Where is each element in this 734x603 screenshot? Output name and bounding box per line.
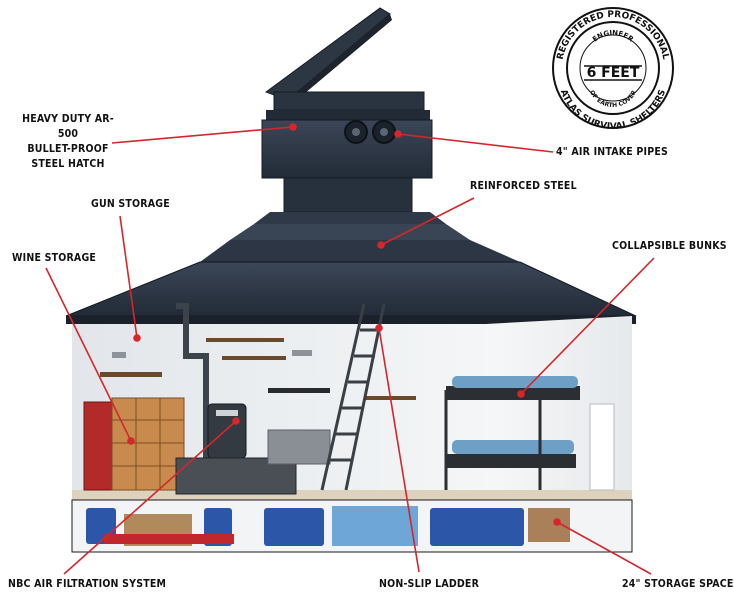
hatch-lid [264, 7, 392, 104]
engineer-seal: REGISTERED PROFESSIONAL ATLAS SURVIVAL S… [552, 7, 674, 132]
label-air-intake: 4" AIR INTAKE PIPES [556, 146, 668, 158]
leader-gun [119, 215, 138, 339]
ladder [320, 303, 386, 491]
label-hatch-line-1: HEAVY DUTY AR-500 [22, 113, 114, 140]
hatch-box [261, 91, 433, 213]
storage-barrels [86, 506, 570, 546]
leader-reinforced [380, 197, 475, 246]
leader-ladder [378, 327, 420, 573]
collapsible-bunks [444, 376, 615, 491]
wine-rack [83, 397, 185, 491]
leader-hatch [111, 126, 294, 144]
label-hatch-line-2: BULLET-PROOF [27, 143, 109, 155]
leader-lines [45, 123, 655, 575]
seal-center-text: 6 FEET [587, 65, 640, 81]
label-hatch-line-3: STEEL HATCH [31, 158, 105, 170]
leader-storage [556, 521, 652, 575]
leader-bunks [520, 257, 655, 395]
label-hatch: HEAVY DUTY AR-500 BULLET-PROOF STEEL HAT… [14, 112, 122, 172]
reinforced-steel-roof [65, 212, 637, 324]
leader-air-intake [397, 133, 554, 153]
label-storage-space: 24" STORAGE SPACE [622, 578, 734, 590]
label-gun-storage: GUN STORAGE [91, 198, 170, 210]
label-wine-storage: WINE STORAGE [12, 252, 97, 264]
label-nbc-filtration: NBC AIR FILTRATION SYSTEM [8, 578, 167, 590]
leader-nbc [63, 420, 237, 575]
label-collapsible-bunks: COLLAPSIBLE BUNKS [612, 240, 727, 252]
leader-wine [45, 267, 132, 442]
wall-grille [267, 429, 331, 465]
label-reinforced-steel: REINFORCED STEEL [470, 180, 577, 192]
label-non-slip-ladder: NON-SLIP LADDER [379, 578, 480, 590]
air-pipe [176, 303, 209, 494]
